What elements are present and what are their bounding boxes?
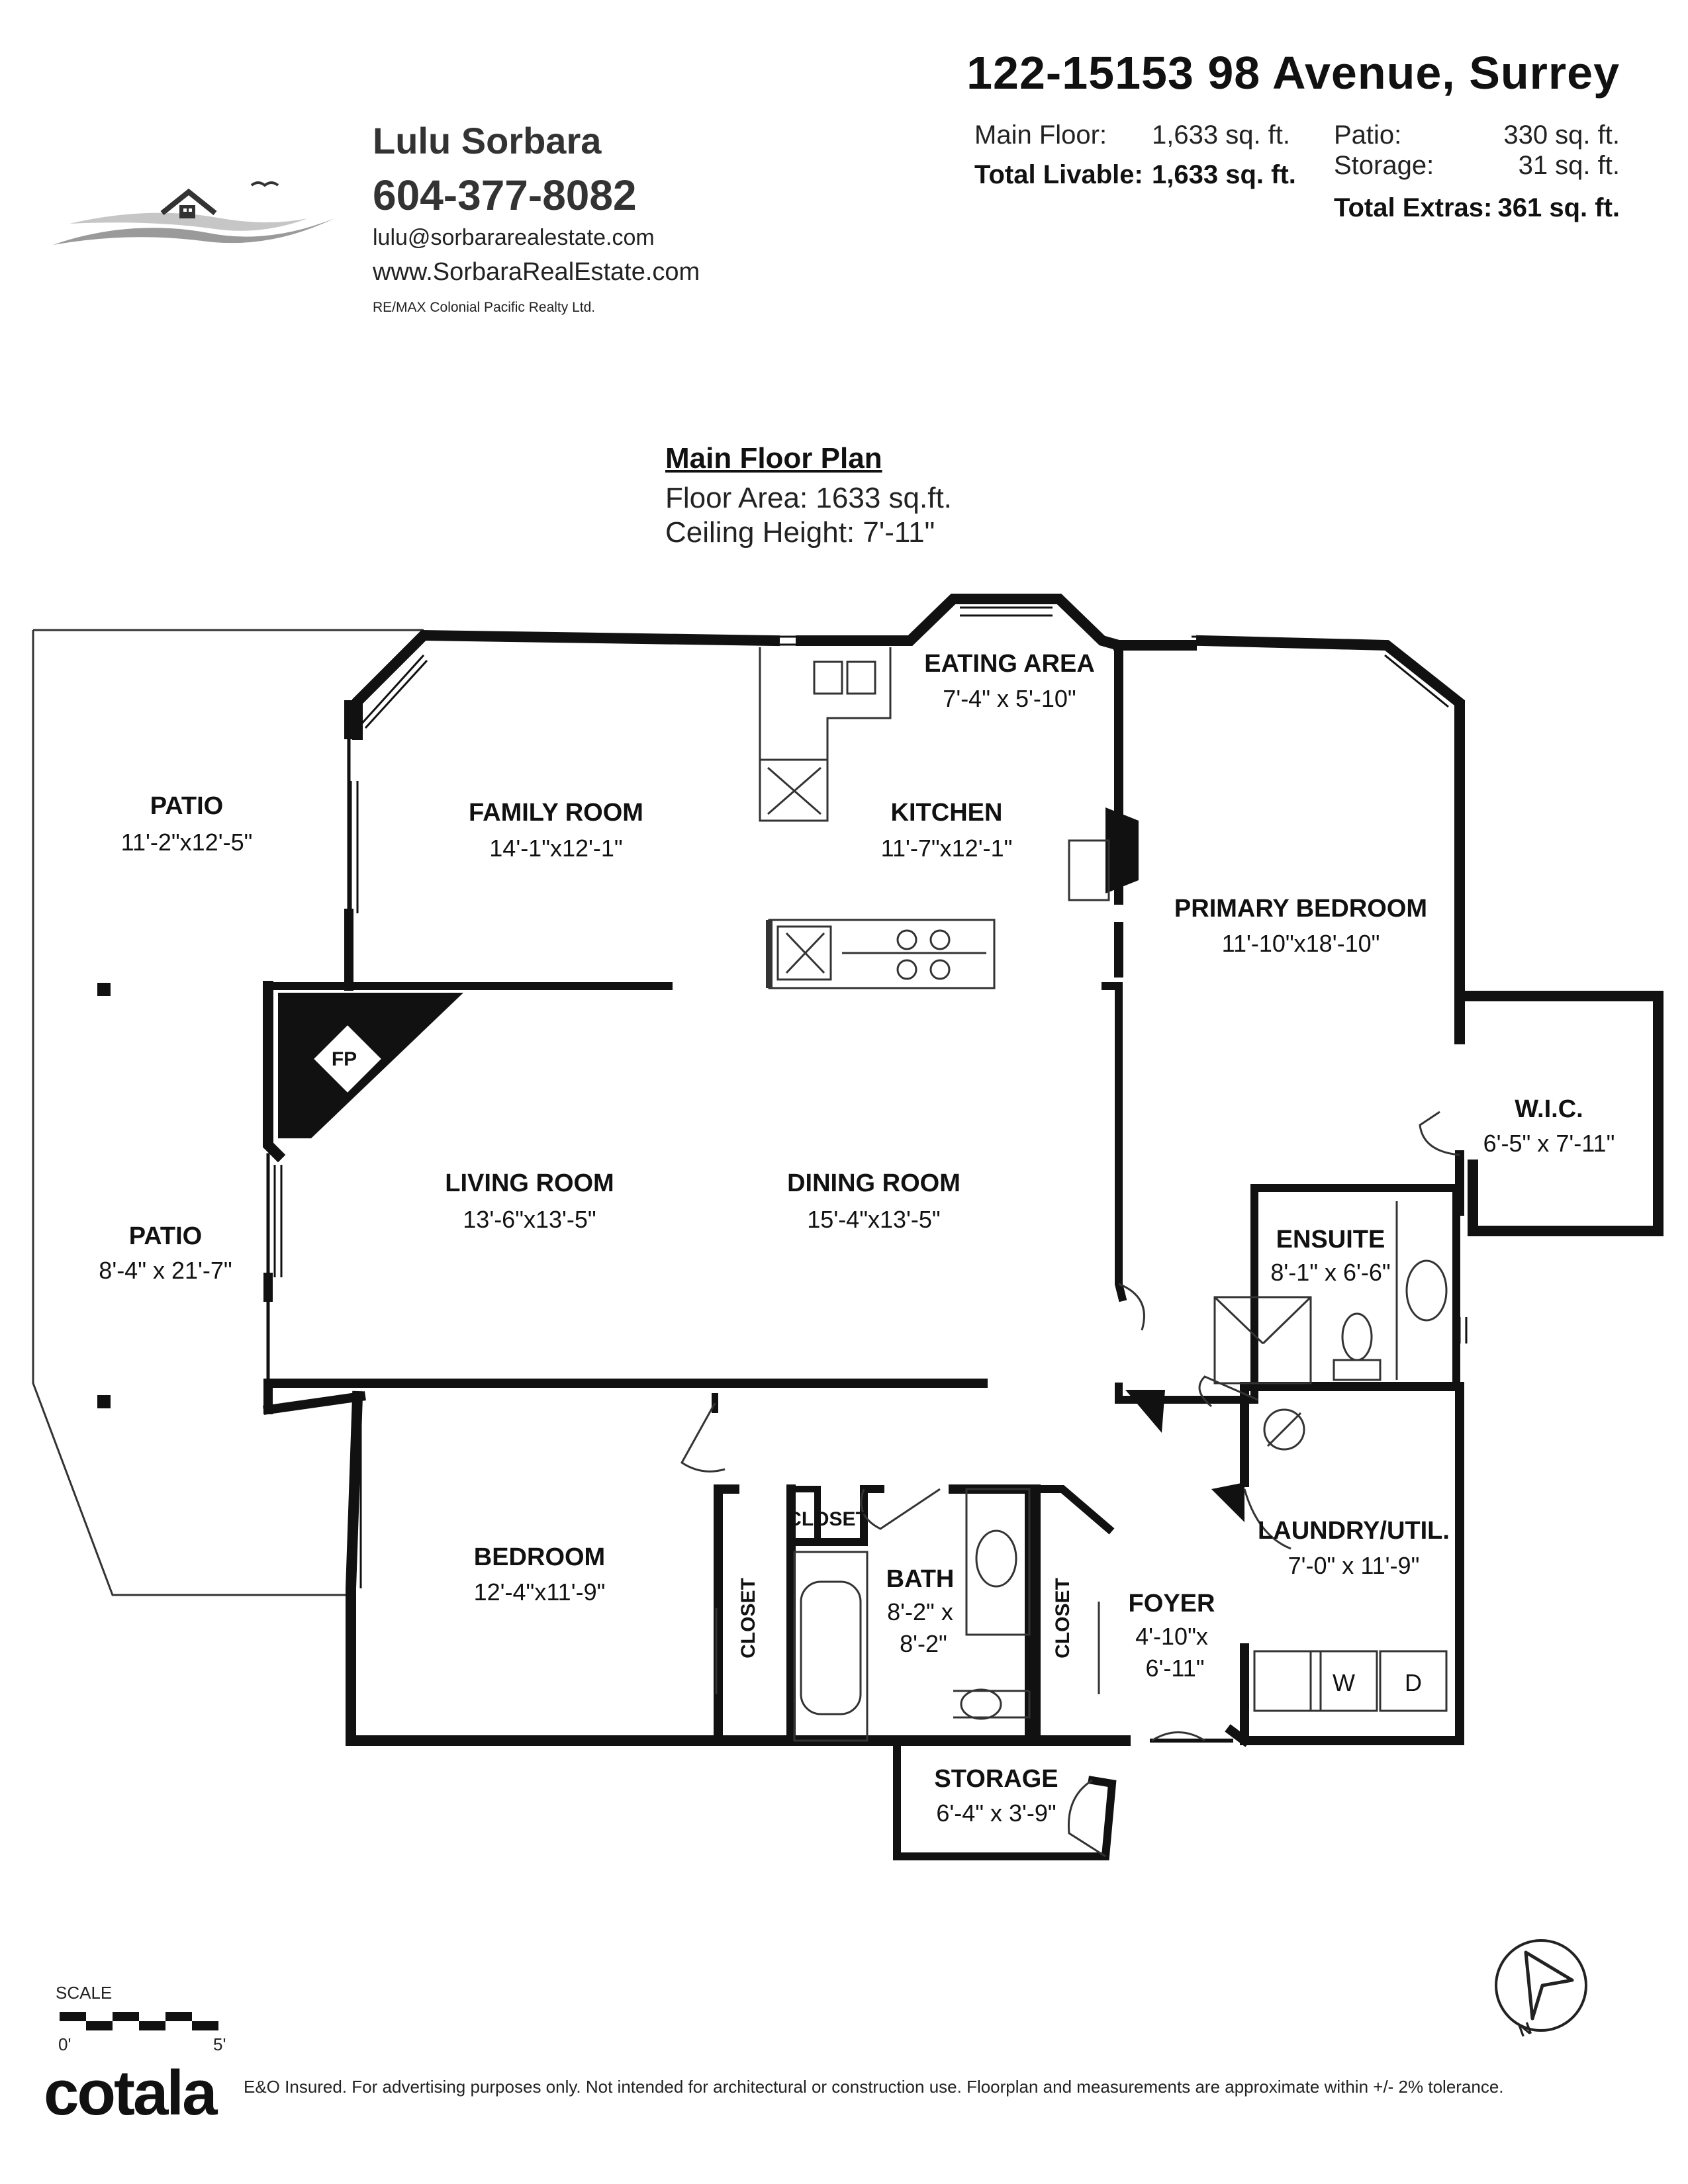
eating-area-dims: 7'-4" x 5'-10"	[943, 685, 1076, 712]
bath-dims-1: 8'-2" x	[887, 1598, 953, 1625]
bedroom-name: BEDROOM	[474, 1543, 605, 1571]
scale-label: SCALE	[56, 1983, 112, 2003]
bath-dims-2: 8'-2"	[900, 1630, 947, 1657]
bath-name: BATH	[886, 1565, 955, 1593]
agent-email: lulu@sorbararealestate.com	[373, 225, 655, 250]
scale-end: 5'	[213, 2034, 226, 2054]
room-labels: PATIO 11'-2"x12'-5" PATIO 8'-4" x 21'-7"…	[99, 650, 1615, 1827]
dining-room-name: DINING ROOM	[787, 1169, 961, 1197]
agent-website: www.SorbaraRealEstate.com	[373, 258, 700, 286]
patio-outline	[32, 629, 424, 1596]
laundry-name: LAUNDRY/UTIL.	[1258, 1517, 1450, 1545]
storage-value: 31 sq. ft.	[1518, 151, 1620, 180]
eating-area-name: EATING AREA	[924, 650, 1095, 678]
primary-bedroom-name: PRIMARY BEDROOM	[1174, 895, 1427, 923]
compass-north-label: N	[1516, 2018, 1534, 2041]
bedroom-dims: 12'-4"x11'-9"	[474, 1578, 606, 1606]
closet-foyer-label: CLOSET	[1052, 1578, 1074, 1659]
ensuite-dims: 8'-1" x 6'-6"	[1270, 1259, 1390, 1286]
closet-rods	[715, 1602, 1100, 1694]
living-room-name: LIVING ROOM	[445, 1169, 614, 1197]
kitchen-name: KITCHEN	[891, 799, 1003, 827]
ensuite-name: ENSUITE	[1276, 1226, 1385, 1253]
kitchen-counters	[759, 647, 1110, 989]
family-room-name: FAMILY ROOM	[469, 799, 643, 827]
brand-logo	[53, 181, 334, 245]
storage-label: Storage:	[1334, 151, 1434, 180]
laundry-dims: 7'-0" x 11'-9"	[1288, 1552, 1420, 1579]
patio-top-name: PATIO	[150, 792, 223, 820]
foyer-name: FOYER	[1129, 1590, 1215, 1617]
primary-bedroom-dims: 11'-10"x18'-10"	[1222, 930, 1380, 957]
main-floor-value: 1,633 sq. ft.	[1152, 120, 1291, 150]
wall-notch	[1105, 807, 1139, 893]
patio-label: Patio:	[1334, 120, 1402, 150]
patio-post	[97, 1395, 111, 1408]
compass-icon: N	[1495, 1939, 1587, 2041]
total-extras-value: 361 sq. ft.	[1497, 193, 1620, 222]
wic-dims: 6'-5" x 7'-11"	[1483, 1130, 1615, 1157]
ensuite-fixtures	[1213, 1201, 1448, 1385]
closet-top-label: CLOSET	[787, 1508, 868, 1530]
cotala-logo: cotala	[44, 2058, 217, 2128]
foyer-dims-2: 6'-11"	[1145, 1655, 1204, 1682]
door-swings	[680, 1111, 1460, 1858]
storage-dims: 6'-4" x 3'-9"	[936, 1799, 1056, 1827]
fireplace	[278, 993, 463, 1138]
windows	[273, 606, 1468, 1588]
plan-floor-area: Floor Area: 1633 sq.ft.	[665, 482, 952, 514]
agent-brokerage: RE/MAX Colonial Pacific Realty Ltd.	[373, 300, 596, 315]
agent-name: Lulu Sorbara	[373, 120, 602, 161]
family-room-dims: 14'-1"x12'-1"	[489, 835, 622, 862]
total-extras-label: Total Extras:	[1334, 193, 1493, 222]
wall-notch	[1211, 1482, 1244, 1522]
listing-address: 122-15153 98 Avenue, Surrey	[966, 47, 1620, 99]
dryer-label: D	[1405, 1669, 1422, 1696]
living-room-dims: 13'-6"x13'-5"	[463, 1206, 596, 1233]
house-icon	[160, 188, 217, 216]
total-livable-label: Total Livable:	[974, 160, 1143, 189]
bath-fixtures	[793, 1488, 1031, 1742]
main-floor-label: Main Floor:	[974, 120, 1107, 150]
patio-left-name: PATIO	[129, 1222, 202, 1250]
patio-post	[97, 983, 111, 996]
fireplace-label: FP	[332, 1048, 357, 1070]
total-livable-value: 1,633 sq. ft.	[1152, 160, 1296, 189]
dining-room-dims: 15'-4"x13'-5"	[807, 1206, 940, 1233]
patio-value: 330 sq. ft.	[1503, 120, 1620, 150]
washer-label: W	[1333, 1669, 1355, 1696]
foyer-dims-1: 4'-10"x	[1135, 1623, 1208, 1650]
logo-swoosh	[53, 218, 334, 245]
patio-top-dims: 11'-2"x12'-5"	[121, 829, 253, 856]
kitchen-dims: 11'-7"x12'-1"	[881, 835, 1013, 862]
wall-notch	[1125, 1390, 1165, 1433]
storage-name: STORAGE	[934, 1765, 1058, 1793]
agent-phone: 604-377-8082	[373, 171, 637, 219]
scale-bar: SCALE 0' 5'	[56, 1983, 226, 2054]
closet-bedroom-label: CLOSET	[737, 1578, 759, 1659]
laundry-fixtures	[1253, 1408, 1448, 1712]
wic-name: W.I.C.	[1515, 1095, 1583, 1123]
plan-title: Main Floor Plan	[665, 442, 882, 475]
patio-left-dims: 8'-4" x 21'-7"	[99, 1257, 232, 1284]
disclaimer-text: E&O Insured. For advertising purposes on…	[244, 2077, 1504, 2097]
scale-start: 0'	[58, 2034, 71, 2054]
plan-ceiling-height: Ceiling Height: 7'-11"	[665, 516, 935, 549]
